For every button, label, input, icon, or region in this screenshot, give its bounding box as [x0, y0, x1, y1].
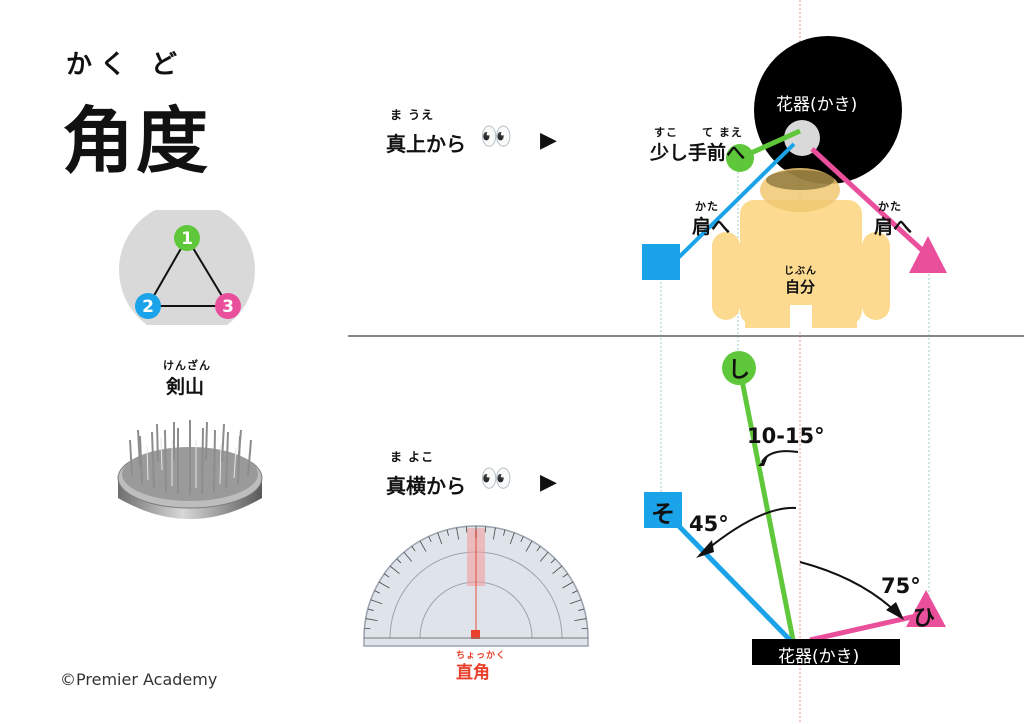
- protractor-tick: [389, 565, 400, 575]
- shin-stem: [737, 369, 796, 641]
- pink-stem-top: [810, 147, 924, 252]
- protractor-tick: [484, 526, 487, 533]
- protractor-tick: [525, 540, 533, 552]
- protractor-tick: [578, 608, 585, 611]
- shoulder-left-ruby: かた: [695, 200, 719, 213]
- soe-marker: [644, 492, 682, 528]
- shin-node: [722, 351, 756, 385]
- top-view-ruby: ま うえ: [390, 108, 435, 122]
- protractor-tick: [370, 599, 383, 605]
- angle-shin-label: 10-15°: [747, 424, 825, 448]
- self-label: 自分: [785, 278, 816, 296]
- kenzan-ruby: けんざん: [163, 359, 211, 372]
- front-ruby: すこ て まえ: [654, 126, 743, 139]
- triangle-outline: [146, 236, 230, 307]
- self-figure: [712, 200, 890, 328]
- protractor-tick: [562, 573, 568, 578]
- protractor-center-mark: [471, 630, 480, 639]
- node-2-label: 2: [142, 297, 154, 317]
- protractor-tick: [437, 532, 443, 545]
- protractor-tick: [378, 581, 390, 589]
- eyes-icon-side: 👀: [480, 464, 513, 494]
- node-2-circle: [135, 293, 161, 319]
- right-angle-label: 直角: [456, 663, 490, 683]
- protractor-tick: [550, 558, 556, 564]
- angle-arrow-shin: [761, 450, 799, 463]
- protractor-tick: [571, 590, 578, 594]
- self-ruby: じぶん: [784, 266, 817, 277]
- soe-stem: [666, 513, 792, 642]
- protractor-tick: [569, 599, 582, 605]
- blue-stem-top: [670, 142, 796, 266]
- protractor-tick: [465, 526, 468, 533]
- kenzan-label: 剣山: [166, 376, 205, 398]
- vase-top-label: 花器(かき): [776, 95, 858, 115]
- node-1-label: 1: [181, 229, 193, 249]
- protractor-tick: [539, 551, 549, 562]
- protractor-tick: [509, 532, 515, 545]
- vase-side-view: [752, 639, 900, 665]
- protractor-tick: [552, 565, 563, 575]
- protractor-tick: [428, 536, 432, 543]
- soe-label: そ: [651, 500, 675, 528]
- protractor: [363, 525, 589, 647]
- vase-side-label: 花器(かき): [778, 647, 860, 667]
- play-arrow-icon-side: ▶: [540, 470, 557, 495]
- node-3-label: 3: [222, 297, 234, 317]
- node-3-circle: [215, 293, 241, 319]
- shoulder-left-label: 肩へ: [692, 216, 731, 238]
- shoulder-right-label: 肩へ: [874, 216, 913, 238]
- protractor-tick: [574, 618, 587, 622]
- protractor-tick: [562, 581, 574, 589]
- hikae-marker: [906, 590, 946, 627]
- hikae-stem: [809, 611, 926, 643]
- protractor-tick: [384, 573, 390, 578]
- eyes-icon: 👀: [480, 122, 513, 152]
- angle-soe-label: 45°: [689, 512, 729, 536]
- side-view-ruby: ま よこ: [390, 450, 435, 464]
- angle-hikae-label: 75°: [881, 574, 921, 598]
- protractor-tick: [581, 627, 588, 630]
- top-view-label: 真上から: [386, 132, 466, 156]
- protractor-tick: [403, 551, 413, 562]
- angle-arrow-hikae: [799, 561, 897, 613]
- kenzan-illustration: [117, 420, 263, 519]
- protractor-tick: [456, 527, 460, 540]
- protractor-tick: [446, 529, 449, 536]
- page-title: 角度: [62, 99, 211, 183]
- protractor-tick: [364, 627, 371, 630]
- side-view-label: 真横から: [386, 474, 466, 498]
- protractor-tick: [367, 608, 374, 611]
- angle-arrow-soe: [703, 506, 797, 553]
- play-arrow-icon: ▶: [540, 128, 557, 153]
- shin-label: し: [728, 358, 751, 383]
- protractor-tick: [411, 546, 416, 552]
- front-label: 少し手前へ: [650, 142, 746, 164]
- protractor-tick: [396, 558, 402, 564]
- protractor-tick: [492, 527, 496, 540]
- copyright-text: ©Premier Academy: [60, 670, 218, 689]
- hikae-label: ひ: [913, 606, 936, 631]
- node-1-circle: [174, 225, 200, 251]
- protractor-tick: [520, 536, 524, 543]
- protractor-tick: [503, 529, 506, 536]
- protractor-tick: [374, 590, 381, 594]
- blue-marker-top: [642, 244, 680, 280]
- protractor-tick: [365, 618, 378, 622]
- green-node-top: [726, 144, 754, 172]
- kenzan-triangle-diagram: 1 2 3: [119, 210, 255, 325]
- title-ruby: かく ど: [66, 50, 186, 80]
- protractor-tick: [419, 540, 427, 552]
- protractor-tick: [536, 546, 541, 552]
- right-angle-ruby: ちょっかく: [456, 651, 507, 661]
- shoulder-right-ruby: かた: [878, 200, 902, 213]
- pink-marker-top: [909, 236, 947, 273]
